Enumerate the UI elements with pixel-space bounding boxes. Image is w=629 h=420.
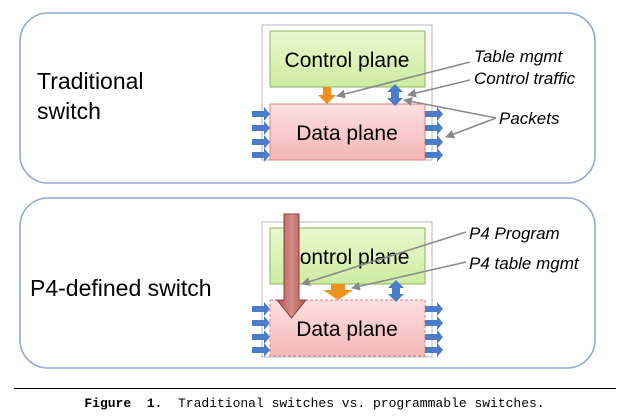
- port-arrow-icon: [252, 107, 270, 121]
- control-traffic-arrow: [388, 280, 404, 302]
- annotation-packets: Packets: [499, 109, 560, 128]
- panel-label: Traditional switch: [37, 68, 150, 124]
- pointer-line: [351, 261, 467, 291]
- port-arrow-icon: [425, 343, 443, 357]
- egress-port-arrows: [425, 107, 443, 162]
- pointer-line: [301, 231, 467, 286]
- control-plane-label: Control plane: [285, 49, 410, 72]
- panel-label-line: P4-defined switch: [30, 275, 212, 301]
- ingress-port-arrows: [252, 107, 270, 162]
- port-arrow-icon: [252, 316, 270, 330]
- annotation-pointers: [301, 231, 467, 291]
- port-arrow-icon: [425, 148, 443, 162]
- p4-table-mgmt-arrow: [323, 284, 353, 300]
- control-plane-label: Control plane: [285, 246, 410, 269]
- annotation-p4-table-mgmt: P4 table mgmt: [469, 254, 580, 273]
- port-arrow-icon: [425, 302, 443, 316]
- p4-switch-panel: P4-defined switch Control plane Data pla…: [19, 197, 596, 369]
- port-arrow-icon: [425, 107, 443, 121]
- port-arrow-icon: [425, 330, 443, 344]
- ingress-port-arrows: [252, 302, 270, 357]
- annotation-pointers: [336, 61, 497, 139]
- port-arrow-icon: [252, 148, 270, 162]
- figure-caption-text: Traditional switches vs. programmable sw…: [177, 396, 545, 411]
- pointer-line: [403, 97, 497, 119]
- panel-label-line: Traditional: [37, 68, 144, 94]
- pointer-line: [445, 117, 497, 139]
- control-traffic-arrow: [387, 84, 403, 106]
- annotation-p4-program: P4 Program: [469, 224, 560, 243]
- port-arrow-icon: [252, 343, 270, 357]
- panel-frame: [19, 12, 596, 184]
- pointer-line: [336, 61, 471, 99]
- data-plane-box: [269, 103, 426, 161]
- port-arrow-icon: [252, 302, 270, 316]
- egress-port-arrows: [425, 302, 443, 357]
- annotation-control-traffic: Control traffic: [474, 69, 576, 88]
- port-arrow-icon: [252, 135, 270, 149]
- annotation-table-mgmt: Table mgmt: [474, 47, 563, 66]
- panel-label-line: switch: [37, 98, 101, 124]
- caption-rule: [14, 388, 616, 389]
- traditional-switch-panel: Traditional switch Control plane Data pl…: [19, 12, 596, 184]
- port-arrow-icon: [425, 316, 443, 330]
- data-plane-label: Data plane: [296, 122, 398, 145]
- table-mgmt-arrow: [318, 87, 336, 104]
- pointer-line: [407, 79, 471, 98]
- panel-label: P4-defined switch: [30, 275, 212, 301]
- switch-comparison-diagram: Traditional switch Control plane Data pl…: [19, 12, 596, 369]
- port-arrow-icon: [425, 135, 443, 149]
- port-arrow-icon: [252, 330, 270, 344]
- figure-number: Figure 1.: [84, 396, 163, 411]
- switch-outline: [261, 221, 433, 358]
- p4-program-arrow: [275, 213, 308, 319]
- figure-caption: Figure 1. Traditional switches vs. progr…: [0, 396, 629, 411]
- port-arrow-icon: [425, 121, 443, 135]
- port-arrow-icon: [252, 121, 270, 135]
- data-plane-label: Data plane: [296, 318, 398, 341]
- control-plane-box: [269, 30, 426, 88]
